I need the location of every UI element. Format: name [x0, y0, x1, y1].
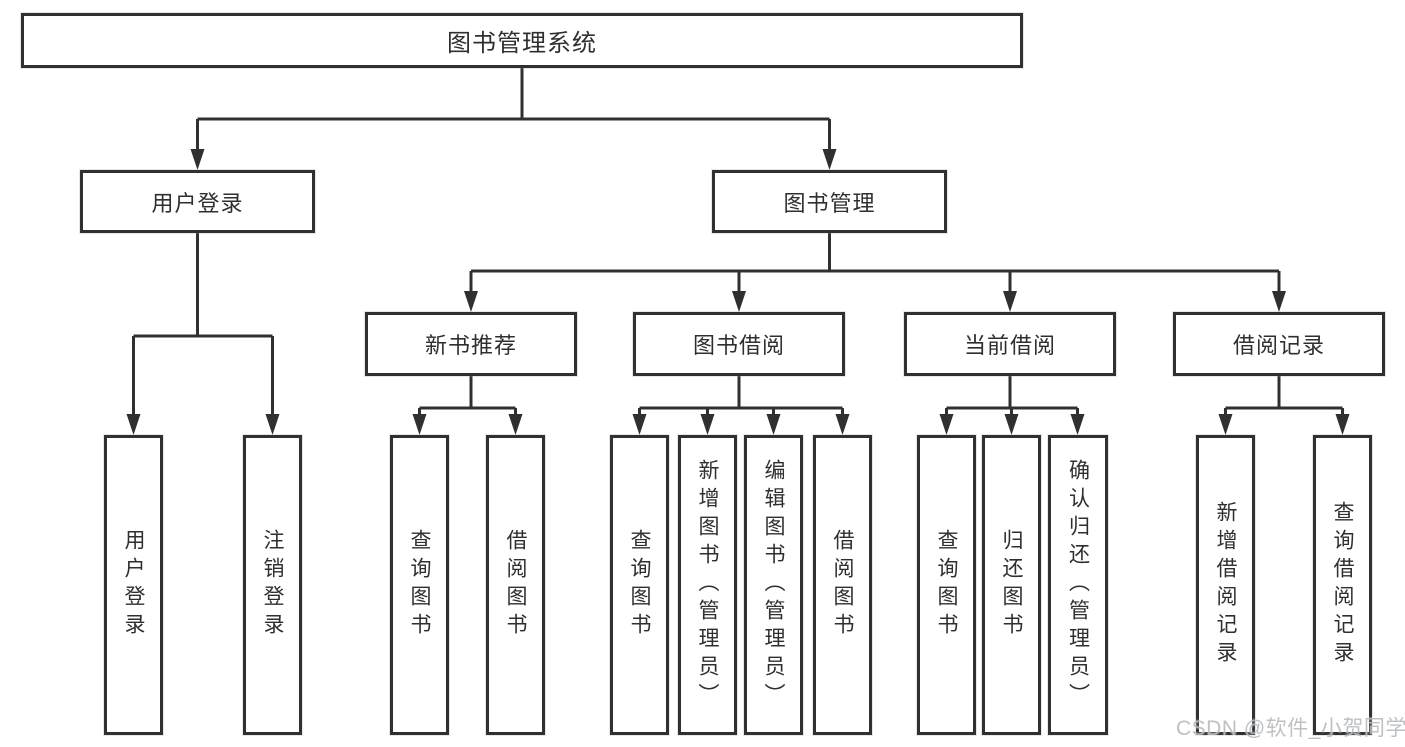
node-borrowing-records: 借阅记录	[1173, 312, 1385, 376]
node-user-login: 用户登录	[104, 435, 163, 735]
node-borrow-books-recommend: 借阅图书	[486, 435, 545, 735]
node-user-login-module: 用户登录	[80, 170, 315, 233]
node-logout: 注销登录	[243, 435, 302, 735]
leaf-label: 查询图书	[408, 529, 431, 641]
node-library-management-system: 图书管理系统	[21, 13, 1023, 68]
node-add-borrow-record: 新增借阅记录	[1196, 435, 1255, 735]
node-query-books-borrowing: 查询图书	[610, 435, 669, 735]
leaf-label: 借阅图书	[831, 529, 854, 641]
node-book-borrowing: 图书借阅	[633, 312, 845, 376]
node-query-books-recommend: 查询图书	[390, 435, 449, 735]
node-confirm-return-admin: 确认归还（管理员）	[1048, 435, 1108, 735]
leaf-label: 借阅图书	[504, 529, 527, 641]
csdn-watermark: CSDN @软件_小贺同学	[1176, 717, 1405, 740]
node-book-management-module: 图书管理	[712, 170, 947, 233]
node-add-book-admin: 新增图书（管理员）	[678, 435, 737, 735]
leaf-label: 编辑图书（管理员）	[762, 459, 785, 711]
leaf-label: 确认归还（管理员）	[1066, 459, 1090, 711]
node-query-books-current: 查询图书	[917, 435, 976, 735]
leaf-label: 新增借阅记录	[1214, 501, 1237, 669]
leaf-label: 用户登录	[122, 529, 145, 641]
node-query-borrow-record: 查询借阅记录	[1313, 435, 1372, 735]
leaf-label: 注销登录	[261, 529, 284, 641]
leaf-label: 新增图书（管理员）	[696, 459, 719, 711]
leaf-label: 查询图书	[935, 529, 958, 641]
leaf-label: 查询图书	[628, 529, 651, 641]
node-borrow-books-borrowing: 借阅图书	[813, 435, 872, 735]
node-current-borrowing: 当前借阅	[904, 312, 1116, 376]
node-return-book: 归还图书	[982, 435, 1041, 735]
node-new-book-recommendation: 新书推荐	[365, 312, 577, 376]
node-edit-book-admin: 编辑图书（管理员）	[744, 435, 803, 735]
leaf-label: 归还图书	[1000, 529, 1023, 641]
leaf-label: 查询借阅记录	[1331, 501, 1354, 669]
